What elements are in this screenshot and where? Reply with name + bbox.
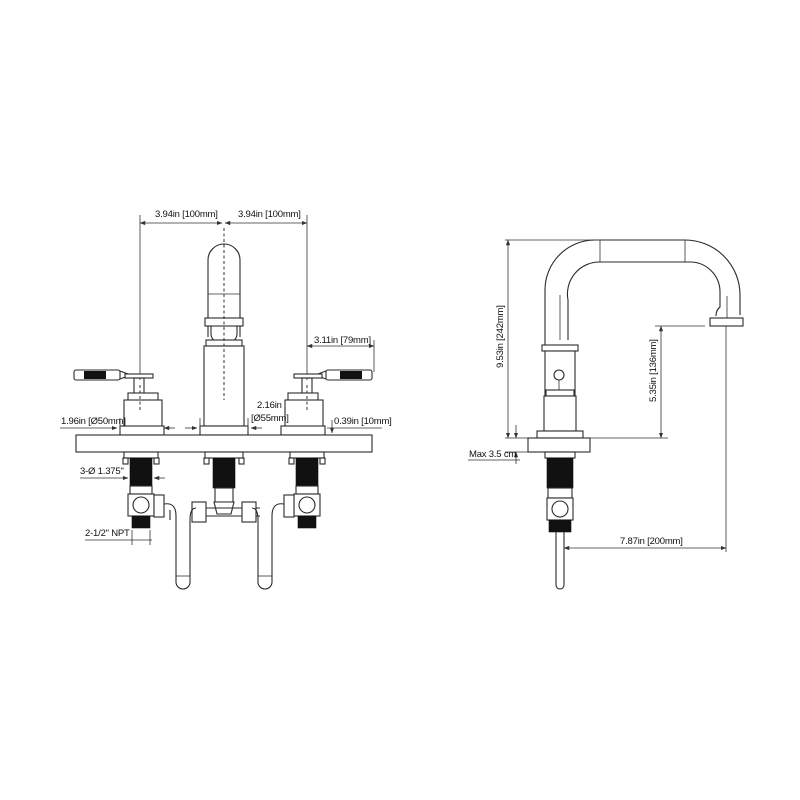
connection-dimensions: 3-Ø 1.375" 2-1/2" NPT xyxy=(80,466,165,545)
spout-clearance-label: 5.35in [136mm] xyxy=(648,339,659,402)
under-deck-assembly xyxy=(122,451,326,590)
side-spout xyxy=(527,239,744,453)
base-diameter-dimensions: 1.96in [Ø50mm] 2.16in [Ø55mm] 0.39in [10… xyxy=(60,400,392,434)
handle-length-dimension: 3.11in [79mm] xyxy=(306,335,375,372)
left-handle-valve xyxy=(73,369,165,436)
supply-connection-label: 2-1/2" NPT xyxy=(85,528,130,539)
shank-holes-label: 3-Ø 1.375" xyxy=(80,466,124,477)
spout-reach-label: 7.87in [200mm] xyxy=(620,536,683,547)
spout xyxy=(199,228,249,436)
spout-base-diameter-label-2: [Ø55mm] xyxy=(251,413,289,424)
spout-clearance-dimension: 5.35in [136mm] xyxy=(590,325,705,439)
handle-length-label: 3.11in [79mm] xyxy=(314,335,371,346)
overall-height-label: 9.53in [242mm] xyxy=(495,305,506,368)
front-view: 3.94in [100mm] 3.94in [100mm] xyxy=(60,209,392,590)
right-handle-valve xyxy=(280,369,373,436)
handle-base-diameter-label: 1.96in [Ø50mm] xyxy=(61,416,126,427)
deck-thickness-label: 0.39in [10mm] xyxy=(334,416,392,427)
side-view: 9.53in [242mm] Max 3.5 cm 5.35in [136mm]… xyxy=(468,239,744,590)
deck-plate xyxy=(75,434,373,453)
max-deck-dimension: Max 3.5 cm xyxy=(468,425,528,464)
overall-height-dimension: 9.53in [242mm] xyxy=(495,239,600,439)
right-spacing-label: 3.94in [100mm] xyxy=(238,209,301,220)
max-deck-label: Max 3.5 cm xyxy=(469,449,516,460)
spout-reach-dimension: 7.87in [200mm] xyxy=(563,326,727,552)
side-under-deck xyxy=(544,451,576,590)
spacing-dimension: 3.94in [100mm] 3.94in [100mm] xyxy=(139,209,308,380)
spout-base-diameter-label-1: 2.16in xyxy=(257,400,282,411)
left-spacing-label: 3.94in [100mm] xyxy=(155,209,218,220)
